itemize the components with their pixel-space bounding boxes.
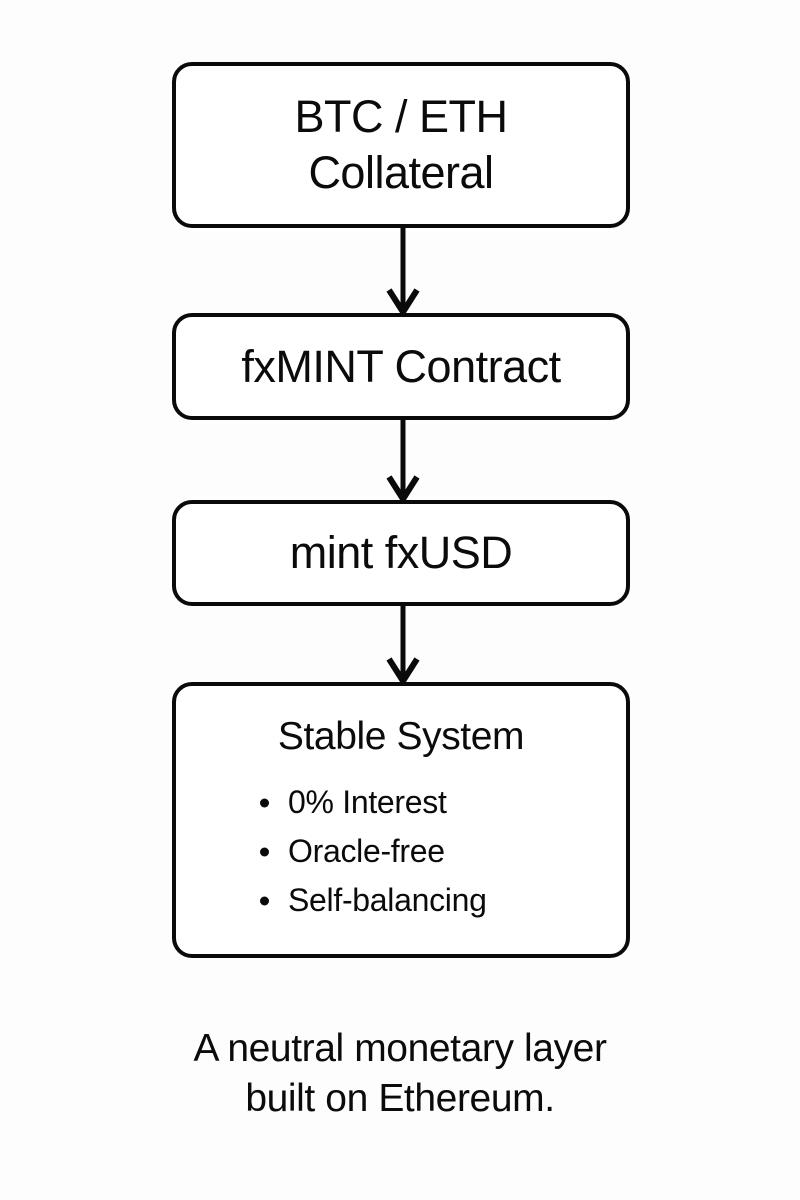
connector-mint-to-system bbox=[383, 606, 423, 687]
node-btc-eth-collateral: BTC / ETH Collateral bbox=[172, 62, 630, 228]
node-collateral-label: BTC / ETH Collateral bbox=[294, 91, 508, 198]
bullet-dot-icon bbox=[260, 847, 269, 856]
feature-label: 0% Interest bbox=[288, 784, 447, 820]
node-system-heading: Stable System bbox=[277, 715, 525, 758]
node-mint-label: mint fxUSD bbox=[289, 527, 513, 578]
node-mint-fxusd: mint fxUSD bbox=[172, 500, 630, 606]
list-item: 0% Interest bbox=[260, 778, 560, 827]
diagram-caption: A neutral monetary layer built on Ethere… bbox=[193, 1027, 607, 1120]
bullet-dot-icon bbox=[260, 798, 269, 807]
bullet-dot-icon bbox=[260, 896, 269, 905]
list-item: Oracle-free bbox=[260, 827, 560, 876]
node-stable-system: Stable System 0% Interest Oracle-free Se… bbox=[172, 682, 630, 958]
node-contract-label: fxMINT Contract bbox=[241, 340, 561, 392]
connector-collateral-to-contract bbox=[383, 228, 423, 318]
list-item: Self-balancing bbox=[260, 876, 560, 925]
node-fxmint-contract: fxMINT Contract bbox=[172, 313, 630, 420]
connector-contract-to-mint bbox=[383, 420, 423, 505]
feature-label: Self-balancing bbox=[288, 882, 487, 918]
stable-system-feature-list: 0% Interest Oracle-free Self-balancing bbox=[260, 778, 560, 925]
feature-label: Oracle-free bbox=[288, 833, 445, 869]
